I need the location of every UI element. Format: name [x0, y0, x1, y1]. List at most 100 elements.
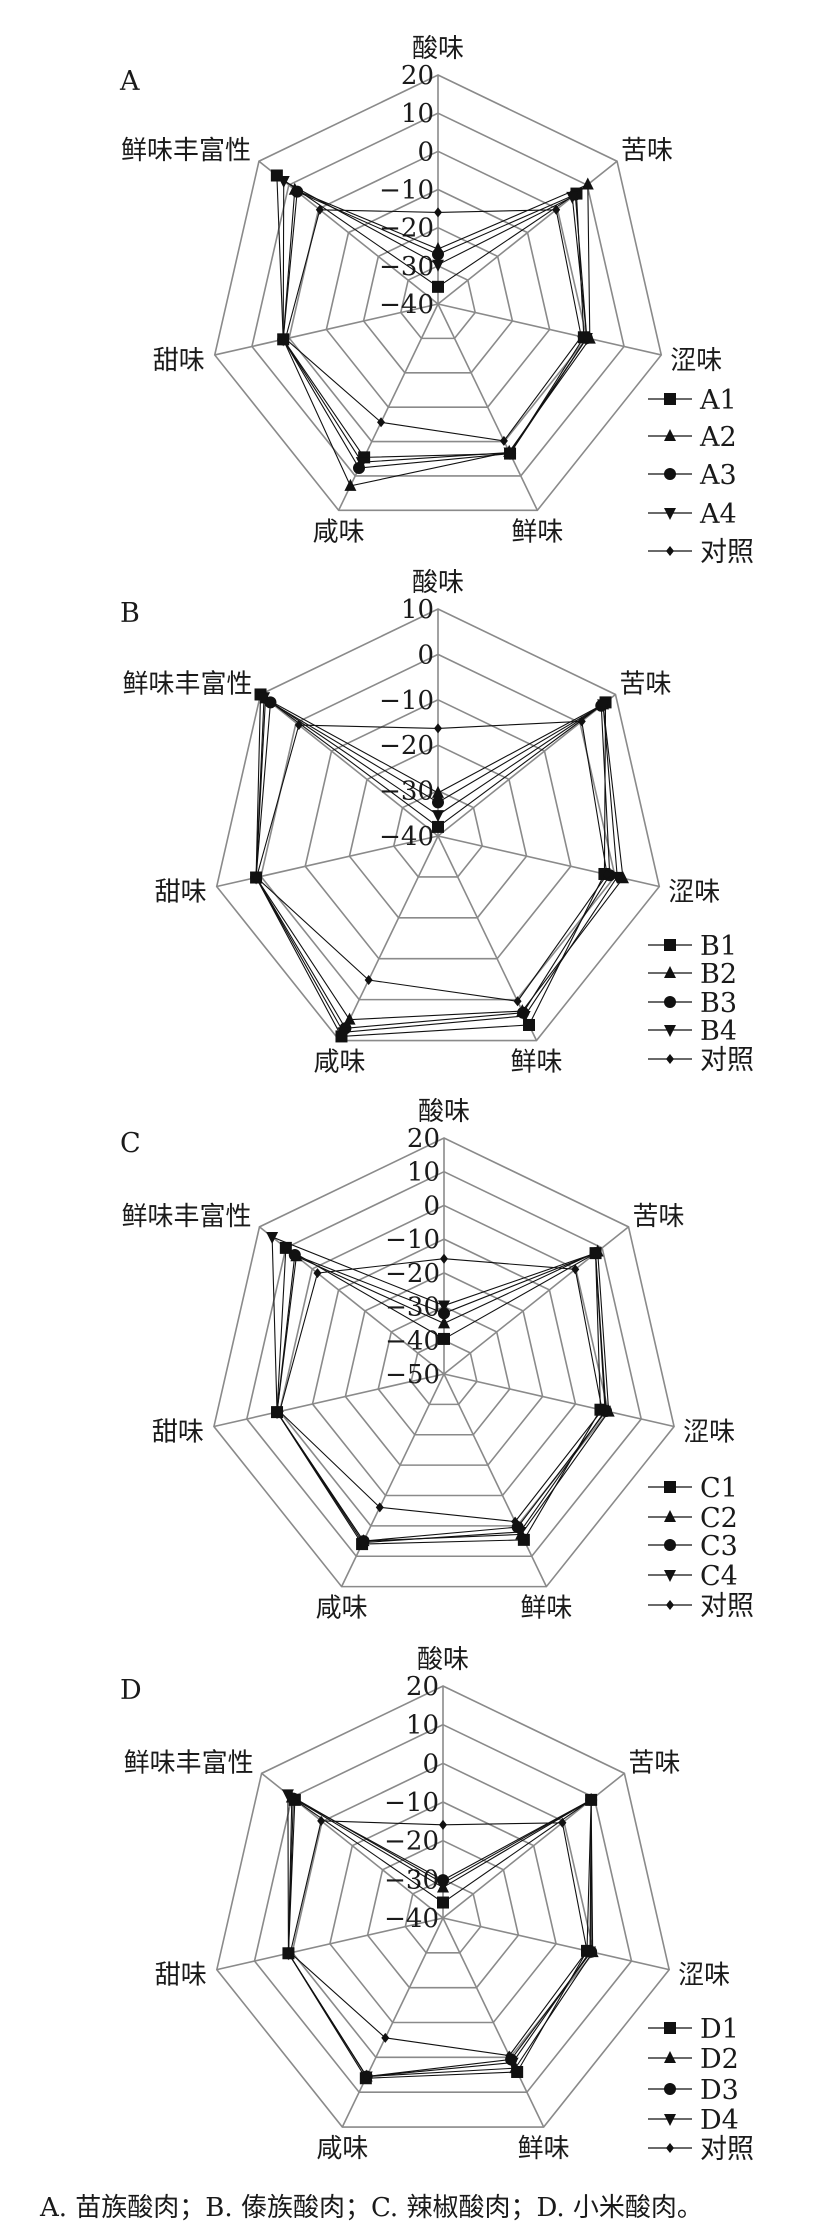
series-c2 — [271, 1244, 615, 1547]
legend-label: B2 — [700, 959, 737, 990]
axis-spoke — [443, 1373, 548, 1587]
tick-label: −40 — [384, 1904, 439, 1934]
legend-marker — [664, 2114, 676, 2126]
grid-ring — [304, 698, 572, 960]
data-point — [437, 1878, 449, 1891]
data-point — [313, 1268, 322, 1279]
grid-ring — [213, 1137, 675, 1588]
legend-marker — [664, 468, 676, 480]
data-point — [355, 457, 368, 470]
tick-label: −10 — [385, 1225, 440, 1255]
legend-marker — [664, 1025, 676, 1037]
data-point — [432, 259, 444, 272]
grid-ring — [404, 1878, 482, 1954]
axis-spoke — [214, 303, 439, 356]
legend-item: 对照 — [648, 1045, 754, 1076]
data-point — [317, 1815, 326, 1826]
axis-spoke — [260, 693, 439, 837]
tick-label: −40 — [385, 1326, 440, 1356]
tick-label: −40 — [379, 290, 434, 320]
data-point — [258, 692, 271, 705]
grid-ring — [329, 1801, 557, 2024]
axis-label: 鲜味丰富性 — [123, 669, 253, 699]
tick-label: −20 — [379, 731, 434, 761]
data-point — [277, 175, 290, 188]
legend-label: 对照 — [700, 1591, 754, 1622]
legend-item: D3 — [648, 2075, 739, 2106]
data-point — [506, 2057, 519, 2070]
legend-marker — [664, 966, 676, 978]
panel-label: D — [120, 1675, 142, 1706]
data-point — [585, 1794, 598, 1807]
legend-item: C3 — [648, 1531, 738, 1562]
data-point — [503, 447, 516, 460]
grid-ring — [291, 1762, 595, 2059]
data-point — [432, 785, 444, 798]
panel-label: C — [120, 1128, 141, 1159]
legend-label: D1 — [700, 2014, 739, 2045]
data-point — [509, 2061, 522, 2074]
legend-item: A1 — [648, 385, 737, 416]
legend-label: 对照 — [700, 1045, 754, 1076]
axis-label: 甜味 — [155, 878, 207, 908]
series-a2 — [277, 177, 596, 491]
legend-marker — [664, 1510, 676, 1522]
legend-item: D4 — [648, 2105, 739, 2136]
legend-label: C1 — [700, 1473, 738, 1504]
axis-spoke — [437, 303, 662, 356]
axis-spoke — [437, 693, 616, 837]
axis-label: 鲜味丰富性 — [121, 1202, 251, 1232]
axis-label: 涩味 — [670, 346, 722, 376]
series-c3 — [271, 1247, 613, 1548]
axis-spoke — [442, 1772, 625, 1919]
data-point — [598, 1405, 607, 1416]
axis-spoke — [437, 835, 538, 1041]
legend-marker — [664, 939, 676, 951]
legend-item: 对照 — [648, 1591, 754, 1622]
radar-panel-c: 20100−10−20−30−40−50酸味苦味涩味鲜味咸味甜味鲜味丰富性CC1… — [120, 1097, 754, 1624]
legend-label: 对照 — [700, 2134, 754, 2165]
panel-label: A — [119, 66, 140, 97]
tick-label: 0 — [422, 1749, 439, 1779]
data-point — [266, 1231, 279, 1244]
tick-label: 20 — [401, 61, 434, 91]
series-line — [279, 1258, 603, 1523]
axis-spoke — [258, 160, 439, 305]
tick-label: 20 — [406, 1672, 439, 1702]
legend-label: D2 — [700, 2044, 739, 2075]
data-point — [437, 1896, 449, 1909]
axis-label: 甜味 — [155, 1961, 207, 1991]
legend-label: A4 — [699, 499, 737, 530]
data-point — [523, 1018, 536, 1031]
legend-item: C1 — [648, 1473, 738, 1504]
data-point — [439, 1819, 447, 1830]
data-point — [617, 871, 630, 884]
data-point — [286, 1947, 295, 1958]
data-point — [434, 207, 442, 218]
axis-spoke — [338, 835, 439, 1041]
data-point — [577, 331, 586, 342]
data-point — [432, 280, 444, 293]
grid-ring — [399, 264, 477, 340]
legend-marker — [666, 546, 674, 556]
grid-ring — [311, 1238, 577, 1497]
tick-label: 20 — [407, 1124, 440, 1154]
axis-label: 咸味 — [313, 517, 365, 547]
series-line — [287, 1796, 594, 2078]
tick-label: −20 — [384, 1827, 439, 1857]
grid-ring — [253, 1723, 633, 2093]
tick-label: 10 — [406, 1711, 439, 1741]
grid-ring — [344, 1271, 544, 1466]
legend-marker — [664, 2051, 676, 2063]
axis-spoke — [216, 1917, 444, 1971]
data-point — [434, 723, 442, 734]
legend-item: B4 — [648, 1016, 737, 1047]
data-point — [364, 974, 373, 985]
legend-marker — [664, 1539, 676, 1551]
axis-label: 甜味 — [153, 346, 205, 376]
legend-label: A1 — [699, 385, 737, 416]
legend-label: C3 — [700, 1531, 738, 1562]
series-control — [275, 1253, 607, 1527]
grid-ring — [251, 112, 625, 477]
